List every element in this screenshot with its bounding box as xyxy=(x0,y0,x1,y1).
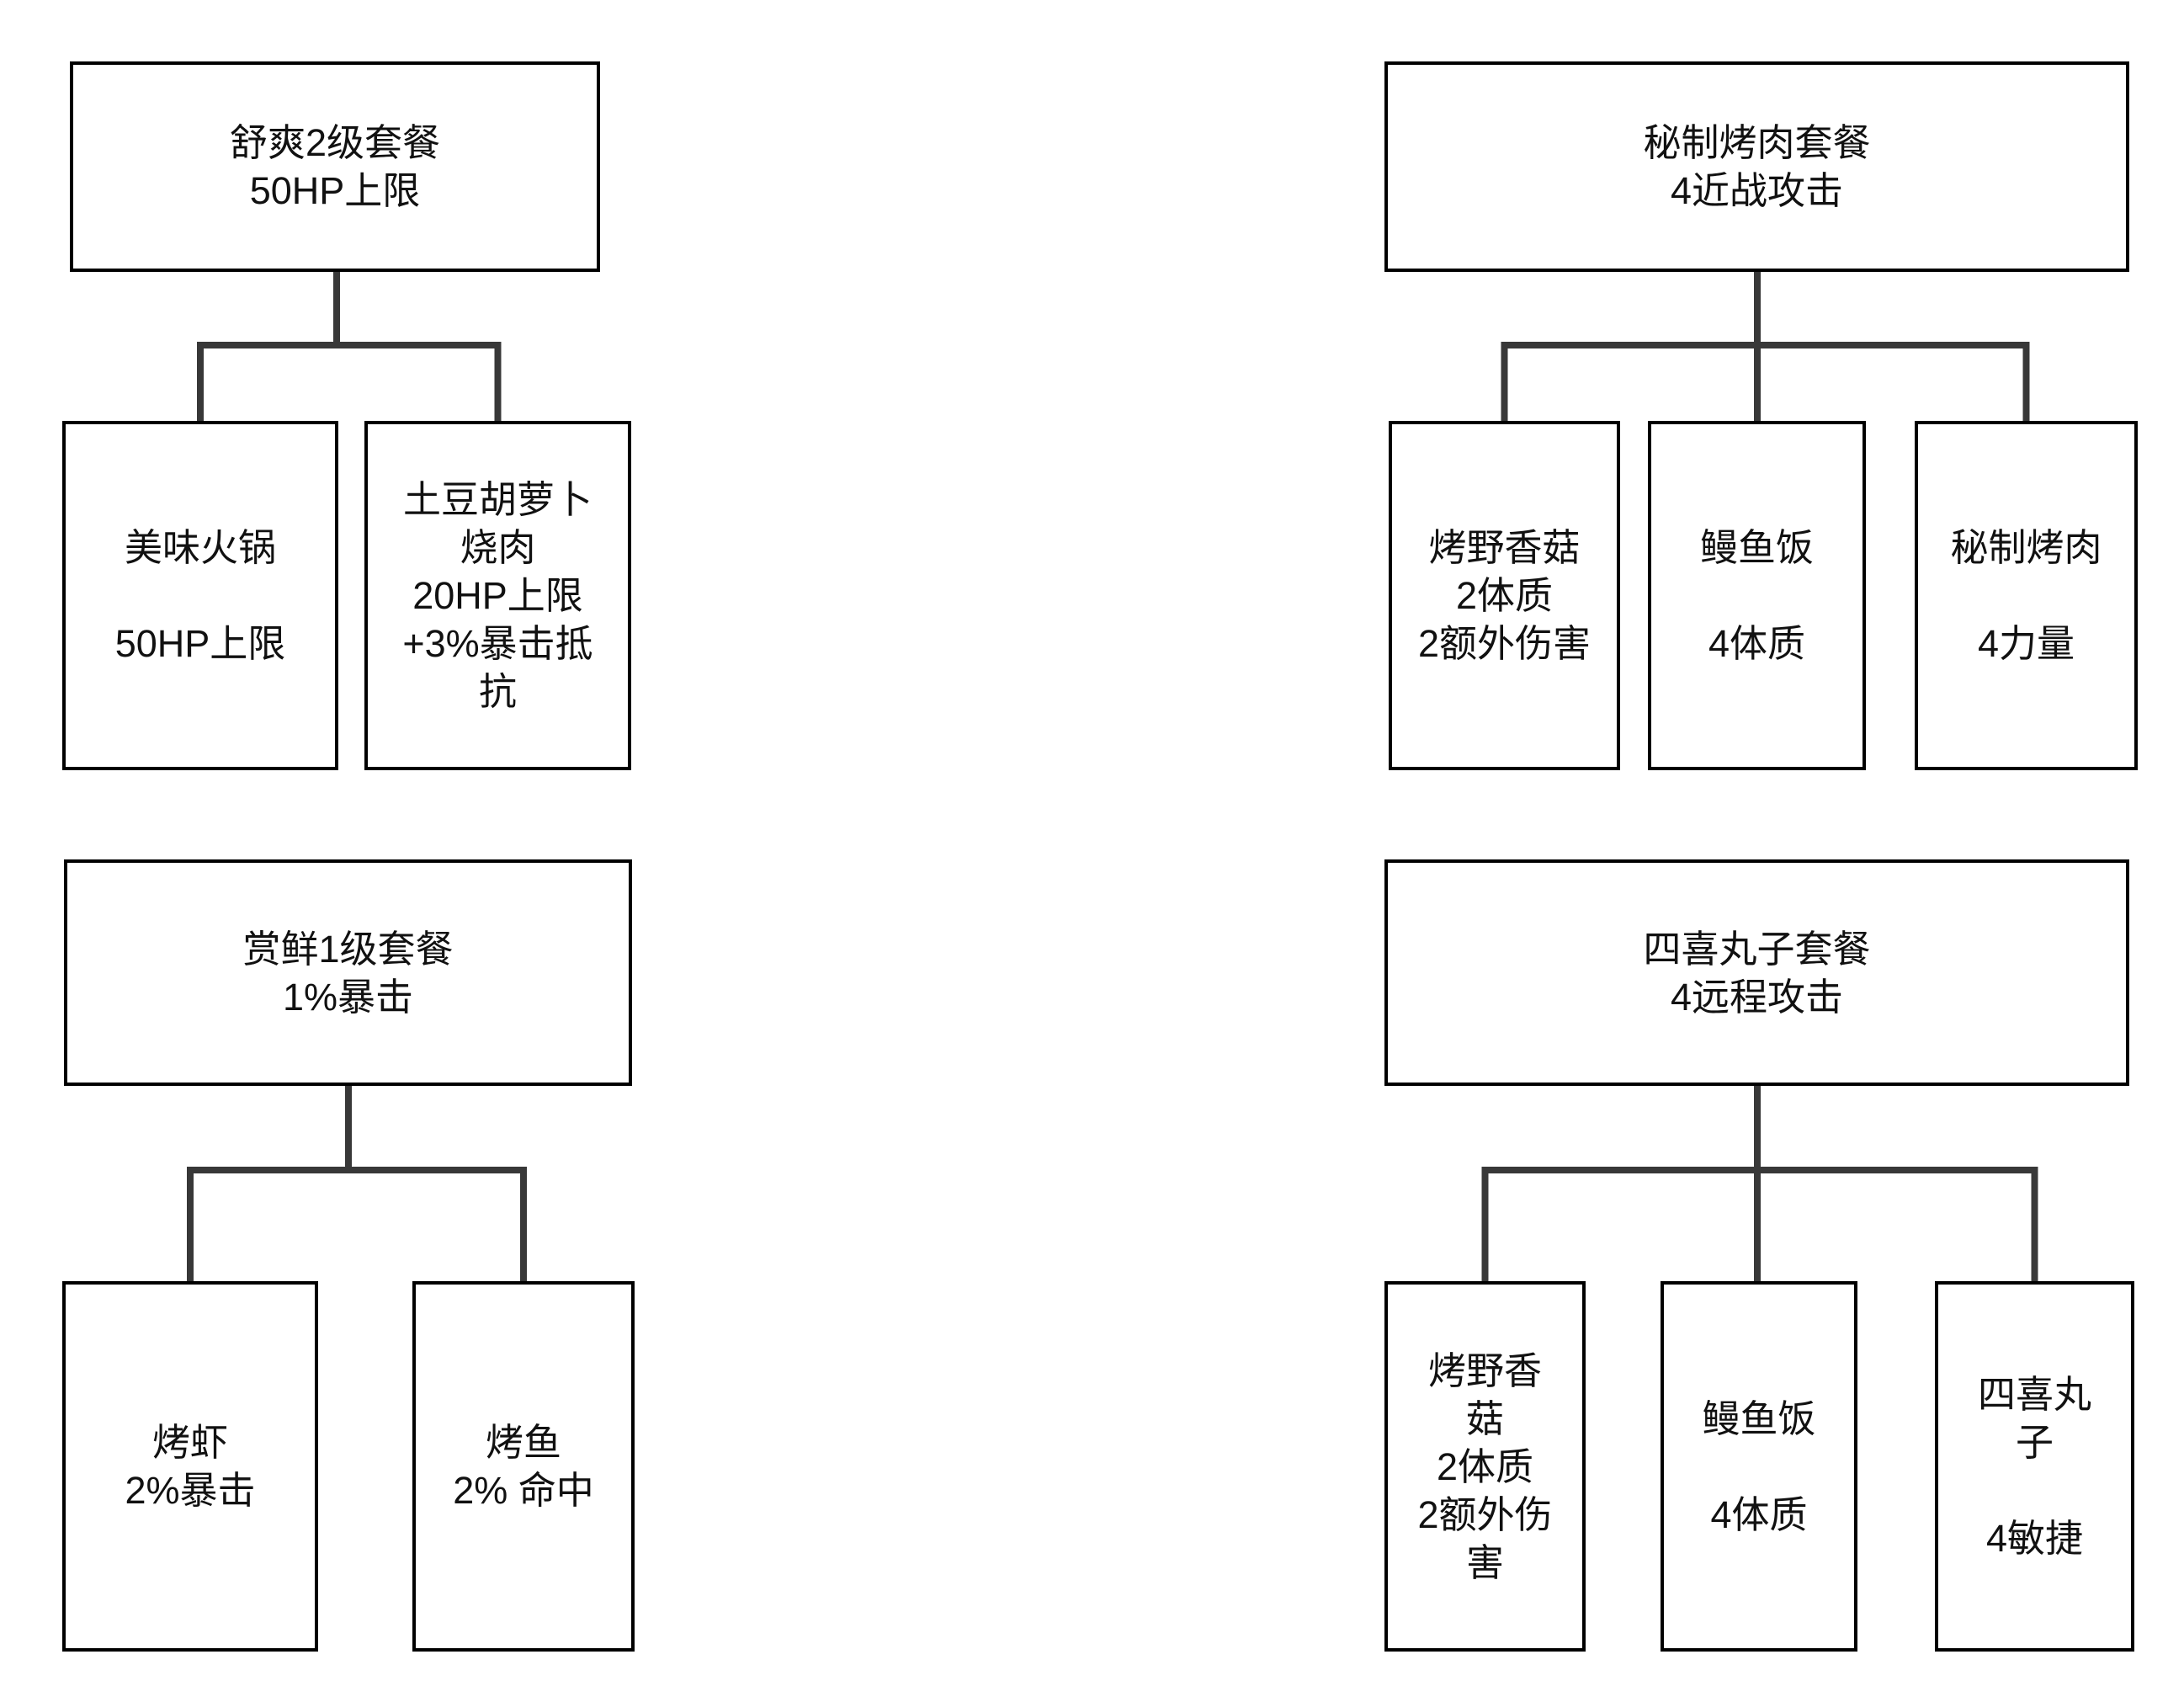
node-delicious-hotpot-label: 美味火锅 50HP上限 xyxy=(114,526,286,665)
node-eel-rice-2: 鳗鱼饭 4体质 xyxy=(1661,1281,1857,1652)
node-potato-carrot-roast-pork-label: 土豆胡萝卜 烧肉 20HP上限 +3%暴击抵 抗 xyxy=(402,478,593,713)
node-eel-rice-2-label: 鳗鱼饭 4体质 xyxy=(1702,1396,1816,1536)
node-roast-shrimp-label: 烤虾 2%暴击 xyxy=(125,1421,256,1512)
node-roast-fish: 烤鱼 2% 命中 xyxy=(412,1281,635,1652)
connector-secret-roast-meat-set-rail xyxy=(1501,342,2030,426)
node-roast-wild-mushroom: 烤野香菇 2体质 2额外伤害 xyxy=(1389,421,1620,770)
node-four-joy-meatballs-label: 四喜丸 子 4敏捷 xyxy=(1977,1373,2091,1560)
node-secret-roast-meat-set-label: 秘制烤肉套餐 4近战攻击 xyxy=(1643,121,1871,212)
node-secret-roast-meat-set: 秘制烤肉套餐 4近战攻击 xyxy=(1384,61,2129,272)
node-fresh-lv1-set: 赏鲜1级套餐 1%暴击 xyxy=(64,859,632,1086)
node-four-joy-meatballs: 四喜丸 子 4敏捷 xyxy=(1935,1281,2134,1652)
node-four-joy-meatballs-set-label: 四喜丸子套餐 4远程攻击 xyxy=(1643,927,1871,1019)
node-roast-wild-mushroom-label: 烤野香菇 2体质 2额外伤害 xyxy=(1417,526,1592,665)
connector-comfort-lv2-set-rail xyxy=(197,342,502,426)
node-roast-wild-mushroom-narrow-label: 烤野香 菇 2体质 2额外伤 害 xyxy=(1417,1349,1553,1584)
connector-fresh-lv1-set-rail xyxy=(187,1167,527,1286)
node-roast-shrimp: 烤虾 2%暴击 xyxy=(62,1281,318,1652)
node-potato-carrot-roast-pork: 土豆胡萝卜 烧肉 20HP上限 +3%暴击抵 抗 xyxy=(364,421,631,770)
node-secret-roast-meat: 秘制烤肉 4力量 xyxy=(1915,421,2138,770)
node-comfort-lv2-set-label: 舒爽2级套餐 50HP上限 xyxy=(229,121,441,212)
node-roast-fish-label: 烤鱼 2% 命中 xyxy=(453,1421,594,1512)
connector-four-joy-meatballs-set-rail xyxy=(1481,1167,2038,1286)
node-secret-roast-meat-label: 秘制烤肉 4力量 xyxy=(1950,526,2102,665)
node-roast-wild-mushroom-narrow: 烤野香 菇 2体质 2额外伤 害 xyxy=(1384,1281,1586,1652)
node-delicious-hotpot: 美味火锅 50HP上限 xyxy=(62,421,338,770)
node-four-joy-meatballs-set: 四喜丸子套餐 4远程攻击 xyxy=(1384,859,2129,1086)
node-eel-rice-label: 鳗鱼饭 4体质 xyxy=(1699,526,1814,665)
node-comfort-lv2-set: 舒爽2级套餐 50HP上限 xyxy=(70,61,600,272)
node-eel-rice: 鳗鱼饭 4体质 xyxy=(1648,421,1866,770)
node-fresh-lv1-set-label: 赏鲜1级套餐 1%暴击 xyxy=(242,927,454,1019)
